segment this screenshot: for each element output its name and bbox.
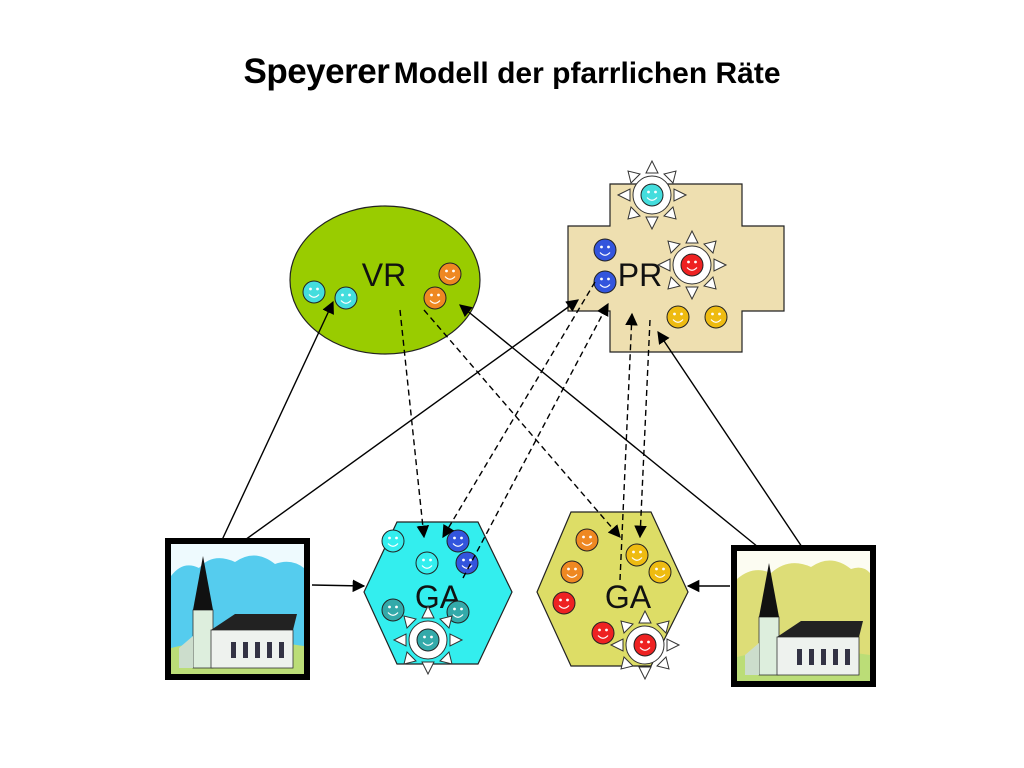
dashed-arrow-vr-to-ga-right (423, 309, 621, 538)
sun-icon (657, 230, 727, 300)
church-icon (731, 545, 876, 687)
vr-label: VR (362, 257, 406, 293)
dashed-arrow-ga-right-to-pr (619, 312, 638, 581)
sun-icon (393, 605, 463, 675)
smiley-icon (381, 529, 405, 553)
smiley-icon (625, 543, 649, 567)
smiley-icon (334, 286, 358, 310)
church-icon (165, 538, 310, 680)
dashed-arrow-ga-left-to-pr (462, 302, 609, 579)
smiley-icon (438, 262, 462, 286)
title-part-1: Speyerer (243, 52, 390, 91)
ga-left-node: GA (363, 521, 513, 675)
smiley-icon (575, 528, 599, 552)
dashed-arrow-pr-to-ga-left (442, 281, 596, 539)
page-title: Speyerer Modell der pfarrlichen Räte (0, 52, 1024, 92)
ga-right-label: GA (605, 579, 652, 615)
smiley-icon (446, 529, 470, 553)
dashed-arrow-vr-to-ga-left (399, 309, 430, 539)
sun-icon (617, 160, 687, 230)
smiley-icon (648, 560, 672, 584)
smiley-icon (591, 621, 615, 645)
ga-right-node: GA (536, 511, 689, 680)
smiley-icon (423, 286, 447, 310)
smiley-icon (666, 305, 690, 329)
vr-node: VR (289, 205, 481, 355)
smiley-icon (704, 305, 728, 329)
arrow-church-right-to-pr (657, 330, 803, 548)
pr-label: PR (618, 257, 662, 293)
title-part-2: Modell der pfarrlichen Räte (393, 57, 781, 90)
dashed-arrow-pr-to-ga-right (634, 319, 651, 539)
arrow-church-left-to-vr (221, 300, 334, 541)
sun-icon (610, 610, 680, 680)
arrow-church-left-to-ga-left (311, 579, 366, 593)
arrow-church-right-to-vr (459, 304, 759, 548)
smiley-icon (302, 280, 326, 304)
smiley-icon (560, 560, 584, 584)
smiley-icon (415, 551, 439, 575)
smiley-icon (593, 270, 617, 294)
pr-node: PR (567, 160, 785, 353)
smiley-icon (381, 598, 405, 622)
smiley-icon (593, 238, 617, 262)
smiley-icon (552, 591, 576, 615)
